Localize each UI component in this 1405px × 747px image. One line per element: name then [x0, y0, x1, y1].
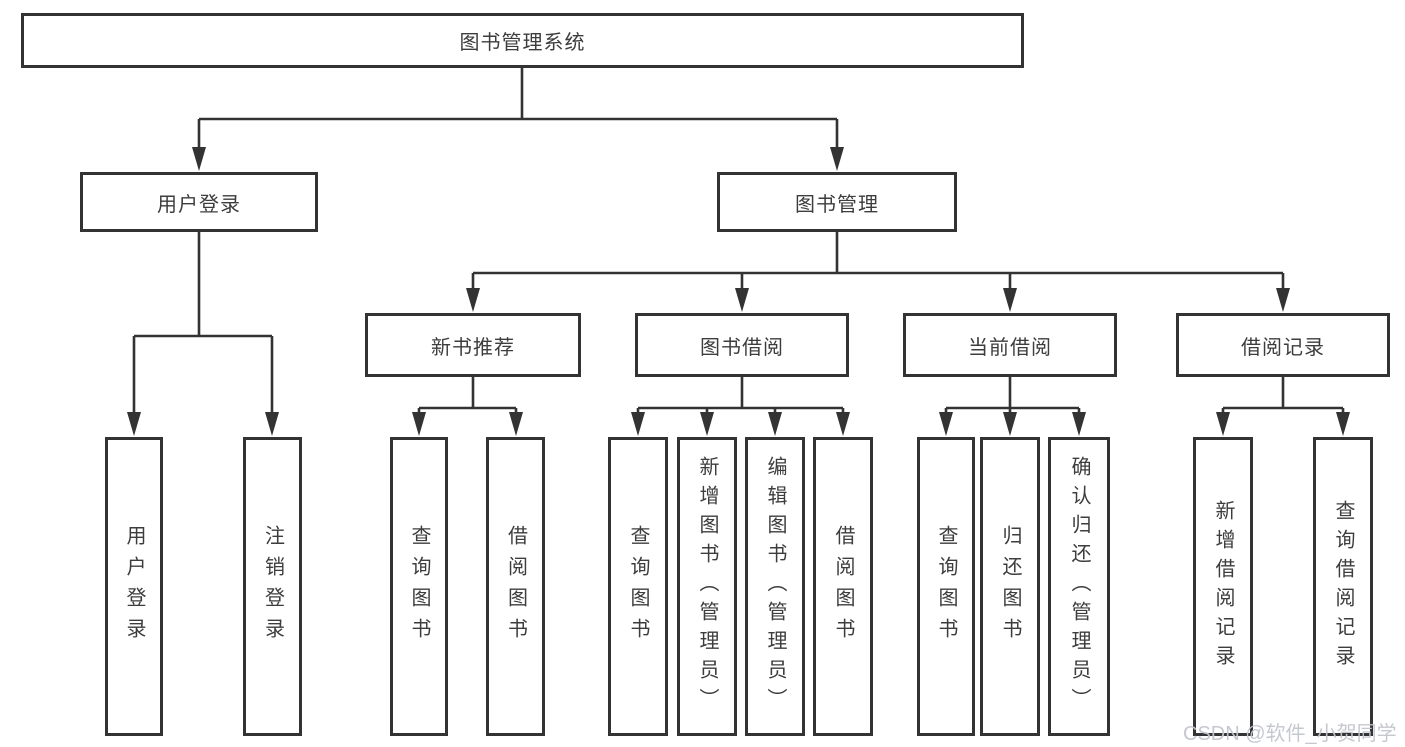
arrowheads — [127, 147, 1350, 436]
csdn-watermark: CSDN @软件_小贺同学 — [1183, 723, 1397, 745]
node-borrowing-records: 借阅记录 — [1176, 313, 1390, 377]
leaf-add-borrow-record: 新增借阅记录 — [1193, 437, 1253, 736]
node-new-book-recommend: 新书推荐 — [365, 313, 581, 377]
leaf-logout: 注销登录 — [243, 437, 302, 736]
node-book-borrowing: 图书借阅 — [635, 313, 849, 377]
leaf-user-login: 用户登录 — [105, 437, 163, 736]
node-current-borrowing: 当前借阅 — [903, 313, 1117, 377]
leaf-query-books-current: 查询图书 — [917, 437, 975, 736]
leaf-query-borrow-record: 查询借阅记录 — [1313, 437, 1373, 736]
leaf-borrow-books-recommend: 借阅图书 — [486, 437, 545, 736]
leaf-confirm-return-admin: 确认归还（管理员） — [1048, 437, 1110, 736]
leaf-add-books-admin: 新增图书（管理员） — [677, 437, 737, 736]
leaf-query-books-borrowing: 查询图书 — [608, 437, 668, 736]
leaf-return-books: 归还图书 — [980, 437, 1040, 736]
node-user-login: 用户登录 — [80, 172, 318, 232]
node-book-management: 图书管理 — [717, 172, 957, 232]
node-library-management-system: 图书管理系统 — [21, 13, 1024, 68]
leaf-edit-books-admin: 编辑图书（管理员） — [745, 437, 805, 736]
leaf-query-books-recommend: 查询图书 — [390, 437, 448, 736]
leaf-borrow-books: 借阅图书 — [813, 437, 873, 736]
